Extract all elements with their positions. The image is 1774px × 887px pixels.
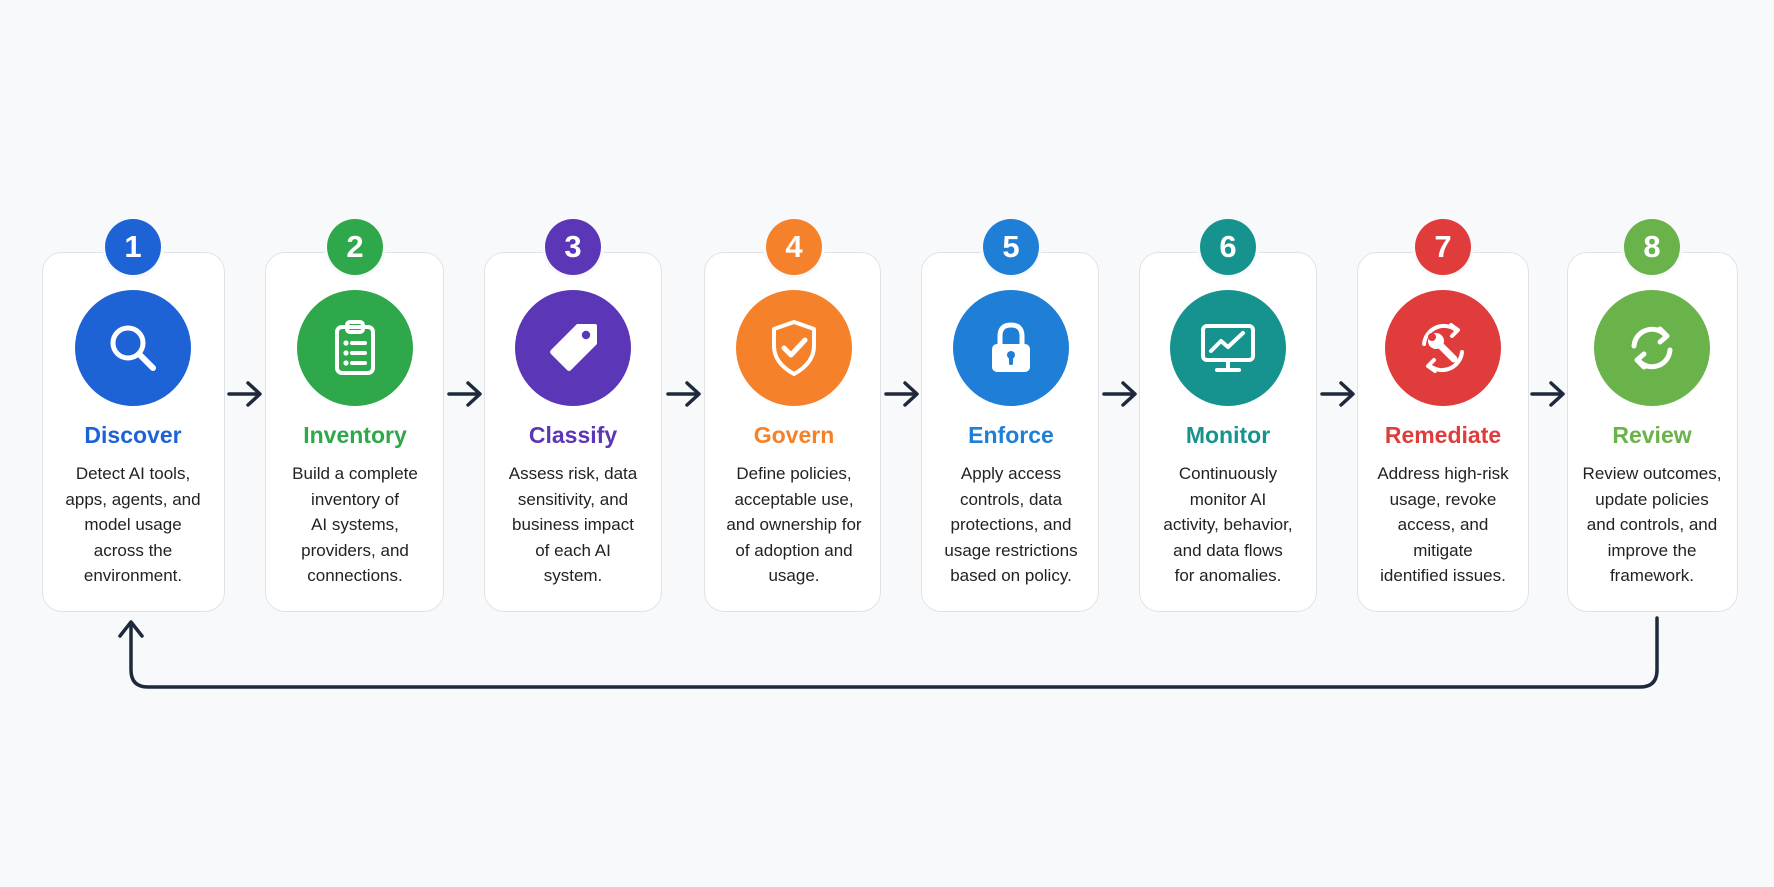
step-description-line: access, and (1397, 515, 1489, 534)
step-description-line: and data flows (1173, 540, 1283, 560)
step-description-line: of each AI (535, 540, 611, 560)
wrench-refresh-icon (1385, 290, 1501, 406)
search-icon (75, 290, 191, 406)
step-description-line: Build a complete (292, 464, 418, 483)
step-description-line: Detect AI tools, (75, 464, 191, 483)
flow-arrow-icon (447, 381, 482, 407)
step-description: Apply access controls, data protections, a… (932, 461, 1090, 589)
step-description-line: usage, revoke (1389, 489, 1497, 509)
step-number-badge: 3 (545, 219, 601, 275)
step-title: Monitor (1185, 422, 1271, 448)
step-description: Review outcomes, update policies and contr… (1573, 461, 1731, 589)
step-description-line: connections. (307, 566, 403, 585)
step-description-line: for anomalies. (1174, 566, 1282, 585)
step-description-line: sensitivity, and (517, 489, 629, 509)
step-description-line: activity, behavior, (1163, 515, 1293, 534)
step-number-badge: 5 (983, 219, 1039, 275)
step-title: Review (1612, 422, 1692, 448)
step-number-badge: 2 (327, 219, 383, 275)
step-description: Address high-risk usage, revoke access, an… (1364, 461, 1522, 589)
step-description-line: usage. (768, 566, 820, 585)
clipboard-list-icon (297, 290, 413, 406)
step-description-line: providers, and (301, 540, 409, 560)
step-description-line: Define policies, (736, 464, 852, 483)
step-description: Build a complete inventory of AI systems, p… (276, 461, 434, 589)
step-description-line: framework. (1609, 566, 1695, 585)
refresh-cycle-icon (1594, 290, 1710, 406)
step-description-line: identified issues. (1380, 566, 1506, 585)
step-description-line: business impact (512, 515, 634, 534)
step-number-badge: 6 (1200, 219, 1256, 275)
step-description-line: update policies (1595, 489, 1709, 509)
flow-arrow-icon (1530, 381, 1565, 407)
step-description-line: acceptable use, (734, 489, 854, 509)
step-description-line: AI systems, (311, 515, 399, 534)
padlock-icon (953, 290, 1069, 406)
flow-arrow-icon (884, 381, 919, 407)
step-title: Enforce (968, 422, 1054, 448)
step-description-line: monitor AI (1189, 489, 1267, 509)
step-description-line: and controls, and (1586, 515, 1718, 534)
step-description: Continuously monitor AI activity, behavior… (1149, 461, 1307, 589)
tag-icon (515, 290, 631, 406)
step-description-line: environment. (83, 566, 183, 585)
step-description-line: Apply access (960, 464, 1062, 483)
step-description-line: and ownership for (726, 515, 862, 534)
flow-arrow-icon (1102, 381, 1137, 407)
step-description: Define policies, acceptable use, and owner… (715, 461, 873, 589)
step-description-line: Continuously (1178, 464, 1278, 483)
flow-arrow-icon (1320, 381, 1355, 407)
step-title: Remediate (1384, 422, 1502, 448)
step-number-badge: 1 (105, 219, 161, 275)
step-title: Discover (84, 422, 182, 448)
step-number-badge: 7 (1415, 219, 1471, 275)
step-description-line: protections, and (950, 515, 1072, 534)
step-description-line: based on policy. (950, 566, 1072, 585)
step-description-line: improve the (1607, 540, 1697, 560)
flow-arrow-icon (666, 381, 701, 407)
step-description: Detect AI tools, apps, agents, and model u… (54, 461, 212, 589)
step-description-line: apps, agents, and (65, 489, 201, 509)
step-title: Govern (753, 422, 835, 448)
step-description-line: controls, data (959, 489, 1063, 509)
step-description-line: of adoption and (735, 540, 853, 560)
step-number-badge: 8 (1624, 219, 1680, 275)
step-description-line: mitigate (1413, 540, 1473, 560)
step-description-line: usage restrictions (944, 540, 1078, 560)
step-description-line: Assess risk, data (508, 464, 638, 483)
step-description-line: across the (93, 540, 173, 560)
flow-arrow-icon (227, 381, 262, 407)
step-description-line: Review outcomes, (1582, 464, 1722, 483)
step-description-line: model usage (84, 515, 182, 534)
step-number-badge: 4 (766, 219, 822, 275)
shield-check-icon (736, 290, 852, 406)
step-description-line: Address high-risk (1377, 464, 1509, 483)
monitor-chart-icon (1170, 290, 1286, 406)
step-description-line: inventory of (311, 489, 399, 509)
step-title: Classify (528, 422, 618, 448)
step-description-line: system. (543, 566, 603, 585)
step-title: Inventory (303, 422, 407, 448)
step-description: Assess risk, data sensitivity, and busines… (494, 461, 652, 589)
